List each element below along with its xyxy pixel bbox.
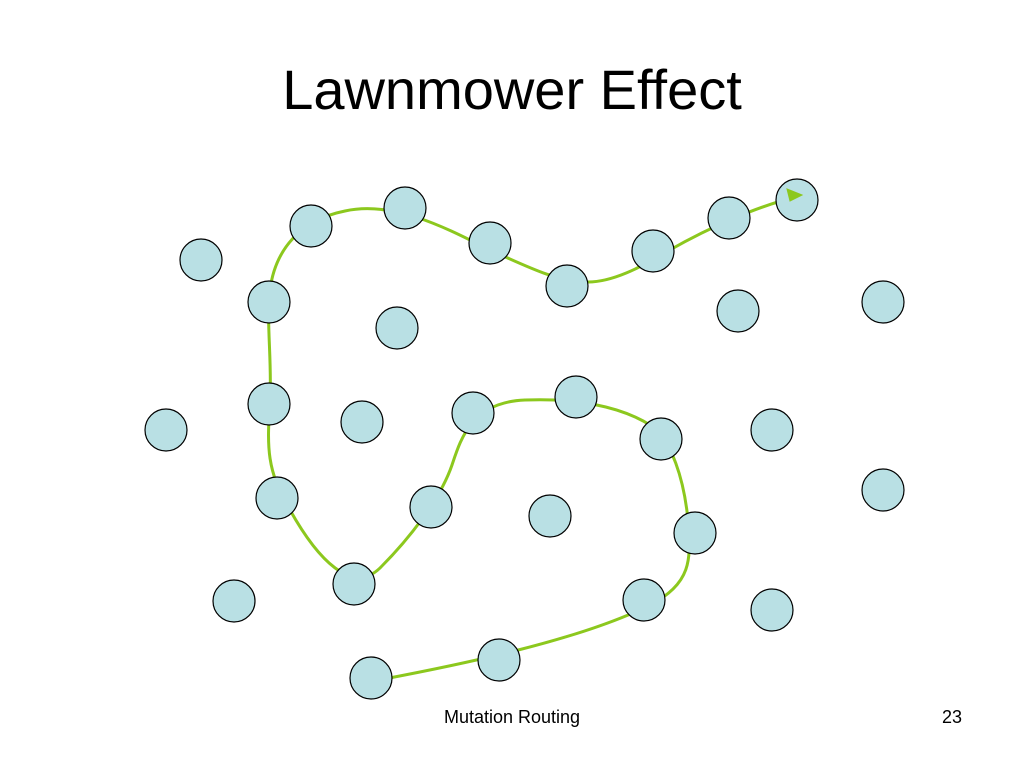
node-17 xyxy=(639,417,683,461)
node-9 xyxy=(247,280,291,324)
node-layer xyxy=(144,178,905,700)
node-10 xyxy=(375,306,419,350)
node-15 xyxy=(451,391,495,435)
node-27 xyxy=(622,578,666,622)
route-layer xyxy=(267,194,802,684)
node-5 xyxy=(545,264,589,308)
node-7 xyxy=(707,196,751,240)
node-18 xyxy=(750,408,794,452)
node-19 xyxy=(144,408,188,452)
node-2 xyxy=(289,204,333,248)
page-number: 23 xyxy=(941,707,962,727)
node-29 xyxy=(477,638,521,682)
node-25 xyxy=(212,579,256,623)
arrow-layer xyxy=(786,188,804,202)
arrow-head-icon xyxy=(786,188,804,202)
node-8 xyxy=(775,178,819,222)
node-6 xyxy=(631,229,675,273)
node-23 xyxy=(673,511,717,555)
slide-footer: Mutation Routing xyxy=(443,707,581,727)
node-16 xyxy=(554,375,598,419)
mutation-route-path xyxy=(267,194,802,684)
node-1 xyxy=(179,238,223,282)
node-12 xyxy=(861,280,905,324)
node-11 xyxy=(716,289,760,333)
slide-title: Lawnmower Effect xyxy=(282,58,742,121)
node-26 xyxy=(332,562,376,606)
node-28 xyxy=(750,588,794,632)
node-14 xyxy=(340,400,384,444)
node-21 xyxy=(409,485,453,529)
node-3 xyxy=(383,186,427,230)
node-13 xyxy=(247,382,291,426)
node-30 xyxy=(349,656,393,700)
node-24 xyxy=(861,468,905,512)
node-20 xyxy=(255,476,299,520)
node-22 xyxy=(528,494,572,538)
node-4 xyxy=(468,221,512,265)
